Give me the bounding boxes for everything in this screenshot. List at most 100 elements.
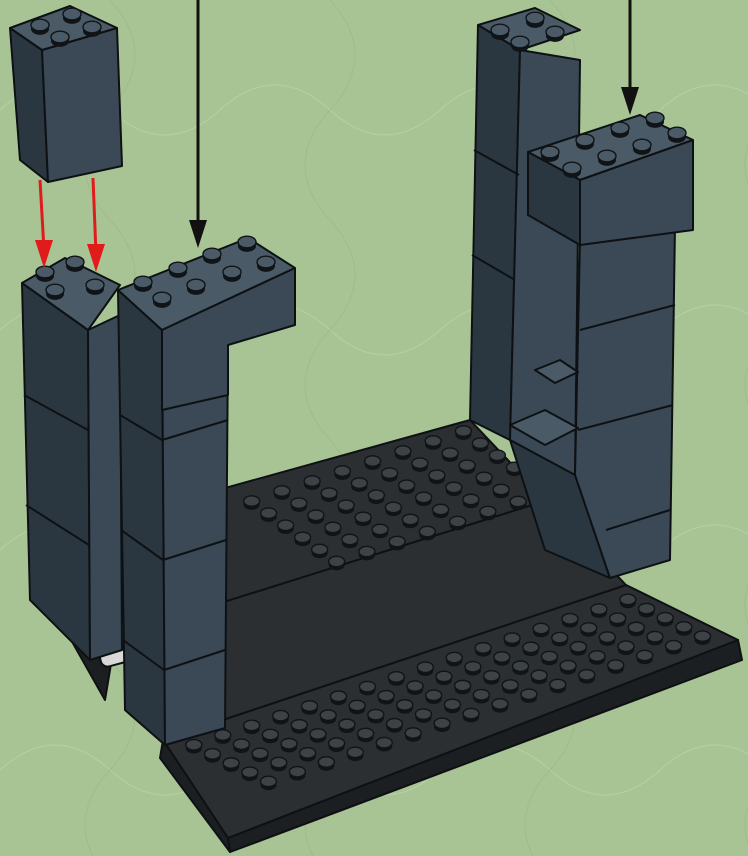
plate-stud <box>455 680 471 690</box>
plate-stud <box>657 613 673 623</box>
plate-stud <box>372 524 388 534</box>
plate-stud <box>318 757 334 767</box>
brick-stud <box>633 139 651 151</box>
plate-stud <box>289 767 305 777</box>
plate-stud <box>637 650 653 660</box>
plate-stud <box>204 749 220 759</box>
plate-stud <box>342 534 358 544</box>
plate-stud <box>395 446 411 456</box>
plate-stud <box>334 466 350 476</box>
plate-stud <box>382 468 398 478</box>
plate-stud <box>620 594 636 604</box>
brick-stud <box>86 279 104 291</box>
plate-stud <box>339 719 355 729</box>
plate-stud <box>281 738 297 748</box>
plate-stud <box>402 514 418 524</box>
plate-stud <box>368 490 384 500</box>
plate-stud <box>274 486 290 496</box>
plate-stud <box>475 643 491 653</box>
brick-stud <box>134 276 152 288</box>
plate-stud <box>242 767 258 777</box>
brick-stud <box>598 150 616 162</box>
plate-stud <box>359 546 375 556</box>
plate-stud <box>484 671 500 681</box>
plate-stud <box>376 737 392 747</box>
plate-stud <box>244 720 260 730</box>
plate-stud <box>480 506 496 516</box>
plate-stud <box>579 670 595 680</box>
plate-stud <box>412 458 428 468</box>
plate-stud <box>304 476 320 486</box>
plate-stud <box>442 448 458 458</box>
plate-stud <box>325 522 341 532</box>
brick-stud <box>153 292 171 304</box>
plate-stud <box>429 470 445 480</box>
brick-stud <box>169 262 187 274</box>
plate-stud <box>302 701 318 711</box>
plate-stud <box>472 438 488 448</box>
plate-stud <box>433 504 449 514</box>
plate-stud <box>278 520 294 530</box>
plate-stud <box>320 710 336 720</box>
plate-stud <box>186 740 202 750</box>
plate-stud <box>425 436 441 446</box>
plate-stud <box>223 758 239 768</box>
plate-stud <box>365 456 381 466</box>
plate-stud <box>444 699 460 709</box>
plate-stud <box>359 681 375 691</box>
plate-stud <box>385 502 401 512</box>
brick-stud <box>63 8 81 20</box>
plate-stud <box>355 512 371 522</box>
plate-stud <box>492 699 508 709</box>
plate-stud <box>426 690 442 700</box>
plate-stud <box>338 500 354 510</box>
plate-stud <box>465 662 481 672</box>
plate-stud <box>378 691 394 701</box>
plate-stud <box>455 426 471 436</box>
plate-stud <box>291 720 307 730</box>
plate-stud <box>312 544 328 554</box>
plate-stud <box>436 671 452 681</box>
plate-stud <box>233 739 249 749</box>
plate-stud <box>295 532 311 542</box>
plate-stud <box>397 700 413 710</box>
plate-stud <box>628 622 644 632</box>
brick-stud <box>576 134 594 146</box>
plate-stud <box>608 660 624 670</box>
right-back-column <box>470 8 580 475</box>
plate-stud <box>419 526 435 536</box>
plate-stud <box>476 472 492 482</box>
plate-stud <box>513 661 529 671</box>
plate-stud <box>271 757 287 767</box>
plate-stud <box>351 478 367 488</box>
plate-stud <box>215 730 231 740</box>
brick-stud <box>646 112 664 124</box>
brick-stud <box>257 256 275 268</box>
plate-stud <box>510 496 526 506</box>
plate-stud <box>261 508 277 518</box>
plate-stud <box>570 642 586 652</box>
brick-stud <box>541 146 559 158</box>
brick-stud <box>526 12 544 24</box>
floating-brick <box>10 6 122 182</box>
brick-stud <box>51 31 69 43</box>
plate-stud <box>494 652 510 662</box>
plate-stud <box>531 670 547 680</box>
brick-stud <box>238 236 256 248</box>
plate-stud <box>388 672 404 682</box>
plate-stud <box>489 450 505 460</box>
brick-stud <box>66 256 84 268</box>
plate-stud <box>417 662 433 672</box>
plate-stud <box>446 482 462 492</box>
plate-stud <box>610 613 626 623</box>
plate-stud <box>308 510 324 520</box>
plate-stud <box>386 719 402 729</box>
plate-stud <box>560 660 576 670</box>
plate-stud <box>321 488 337 498</box>
plate-stud <box>589 651 605 661</box>
plate-stud <box>459 460 475 470</box>
brick-stud <box>187 279 205 291</box>
plate-stud <box>618 641 634 651</box>
brick-stud <box>511 36 529 48</box>
plate-stud <box>415 709 431 719</box>
